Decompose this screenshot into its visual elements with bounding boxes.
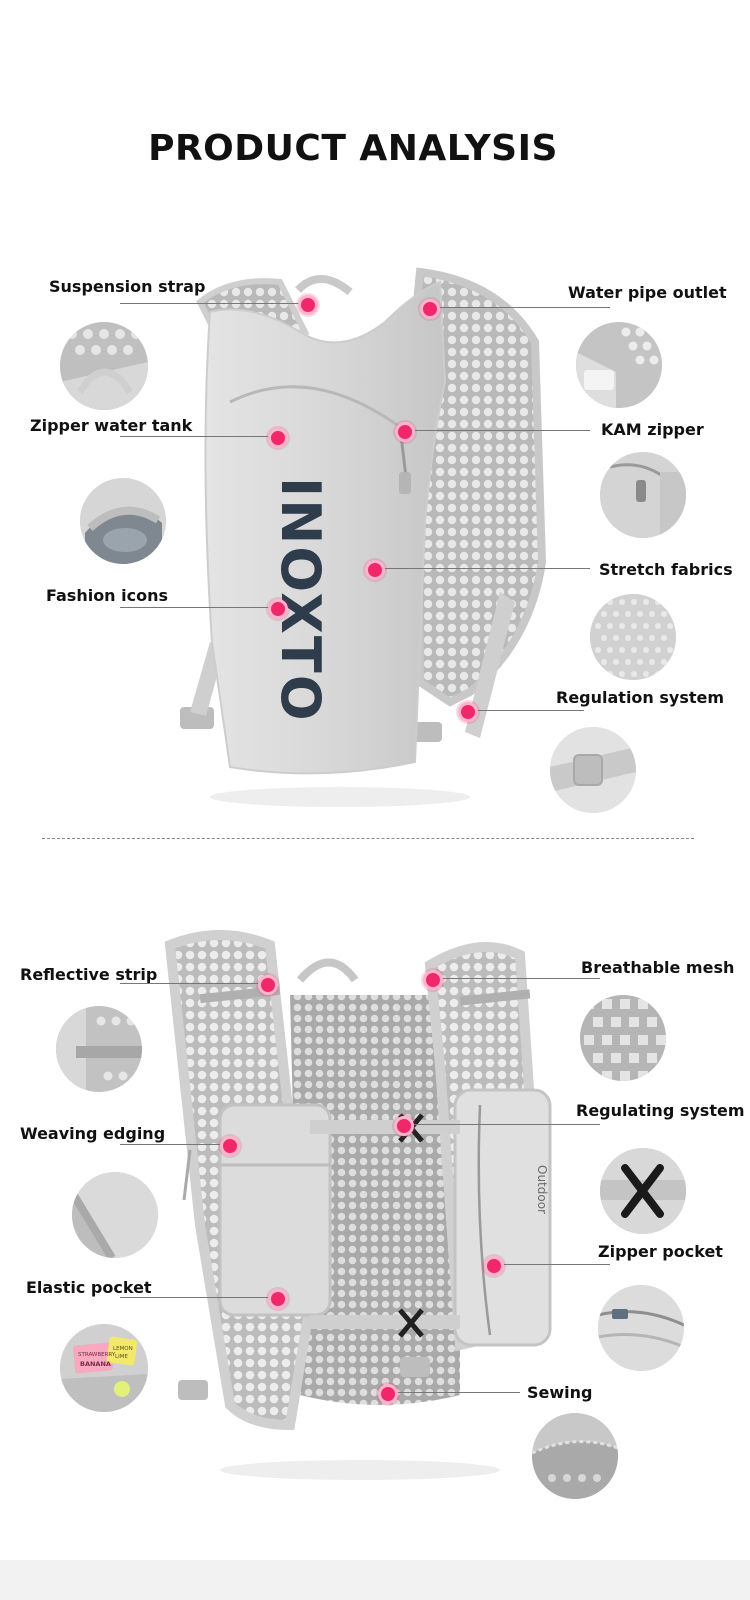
label-suspension-strap: Suspension strap — [49, 277, 206, 296]
label-sewing: Sewing — [527, 1383, 593, 1402]
label-water-pipe-outlet: Water pipe outlet — [568, 283, 727, 302]
label-zipper-water-tank: Zipper water tank — [30, 416, 193, 435]
leader-zipper-pocket — [494, 1264, 610, 1265]
label-regulation-system: Regulation system — [556, 688, 725, 707]
leader-fashion-icons — [120, 607, 276, 608]
suspension-strap-detail-image — [60, 322, 148, 410]
snack-label-lime: LIME — [115, 1354, 128, 1360]
zipper-water-tank-detail-image — [80, 478, 166, 564]
leader-suspension-strap — [120, 303, 306, 304]
elastic-pocket-detail-image: STRAWBERRY BANANA LEMON LIME — [60, 1324, 148, 1412]
leader-water-pipe-outlet — [430, 307, 610, 308]
section-divider — [42, 838, 694, 839]
stretch-fabrics-detail-image — [590, 594, 676, 680]
leader-regulation-system — [468, 710, 584, 711]
leader-zipper-water-tank — [120, 436, 276, 437]
leader-stretch-fabrics — [375, 568, 590, 569]
leader-weaving-edging — [120, 1144, 228, 1145]
hotspot-fashion-icons[interactable] — [268, 599, 288, 619]
hotspot-regulating-system[interactable] — [394, 1116, 414, 1136]
label-breathable-mesh: Breathable mesh — [581, 958, 735, 977]
label-fashion-icons: Fashion icons — [46, 586, 169, 605]
snack-label-lemon: LEMON — [113, 1346, 133, 1352]
sewing-detail-image — [532, 1413, 618, 1499]
label-stretch-fabrics: Stretch fabrics — [599, 560, 733, 579]
label-elastic-pocket: Elastic pocket — [26, 1278, 152, 1297]
front-vest-image: INOXTO — [180, 267, 547, 807]
footer-band — [0, 1560, 750, 1600]
hotspot-zipper-pocket[interactable] — [484, 1256, 504, 1276]
weaving-edging-detail-image — [72, 1172, 158, 1258]
water-pipe-outlet-detail-image — [576, 322, 662, 408]
hotspot-elastic-pocket[interactable] — [268, 1289, 288, 1309]
hotspot-weaving-edging[interactable] — [220, 1136, 240, 1156]
label-reflective-strip: Reflective strip — [20, 965, 158, 984]
leader-elastic-pocket — [120, 1297, 276, 1298]
regulating-system-detail-image — [600, 1148, 686, 1234]
hotspot-sewing[interactable] — [378, 1384, 398, 1404]
hotspot-reflective-strip[interactable] — [258, 975, 278, 995]
leader-reflective-strip — [120, 983, 266, 984]
leader-regulating-system — [404, 1124, 600, 1125]
label-weaving-edging: Weaving edging — [20, 1124, 166, 1143]
leader-kam-zipper — [405, 430, 590, 431]
hotspot-regulation-system[interactable] — [458, 702, 478, 722]
label-kam-zipper: KAM zipper — [601, 420, 704, 439]
hotspot-stretch-fabrics[interactable] — [365, 560, 385, 580]
kam-zipper-detail-image — [600, 452, 686, 538]
hotspot-water-pipe-outlet[interactable] — [420, 299, 440, 319]
page-title: PRODUCT ANALYSIS — [148, 128, 558, 169]
leader-breathable-mesh — [433, 978, 600, 979]
reflective-strip-detail-image — [56, 1006, 142, 1092]
zipper-pocket-detail-image — [598, 1285, 684, 1371]
back-vest-image: Outdoor — [164, 930, 552, 1480]
hotspot-zipper-water-tank[interactable] — [268, 428, 288, 448]
hotspot-breathable-mesh[interactable] — [423, 970, 443, 990]
snack-label-strawberry: STRAWBERRY — [78, 1352, 116, 1358]
hotspot-kam-zipper[interactable] — [395, 422, 415, 442]
breathable-mesh-detail-image — [580, 995, 666, 1081]
snack-label-banana: BANANA — [80, 1360, 111, 1368]
hotspot-suspension-strap[interactable] — [298, 295, 318, 315]
label-regulating-system: Regulating system — [576, 1101, 745, 1120]
leader-sewing — [390, 1392, 520, 1393]
pocket-print: Outdoor — [535, 1165, 549, 1214]
regulation-system-detail-image — [550, 727, 636, 813]
label-zipper-pocket: Zipper pocket — [598, 1242, 723, 1261]
